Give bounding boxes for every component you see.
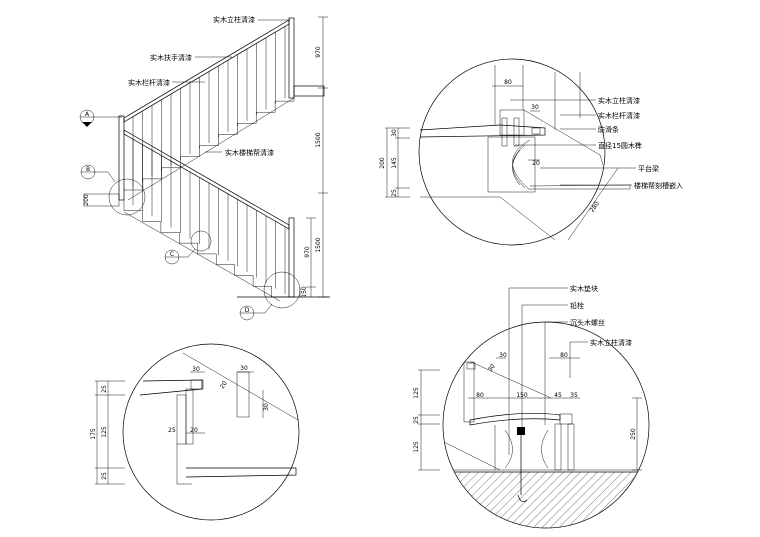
dim-base: 150 — [301, 286, 308, 298]
dim-landing-thick: 200 — [83, 194, 90, 206]
anchor-bolt-hook — [517, 494, 528, 502]
detail-a-label-dowel: 直径15圆木榫 — [598, 141, 642, 150]
detail-a-dim-145: 145 — [391, 157, 398, 169]
stair-steps — [123, 90, 295, 302]
section-arrow-icon — [82, 122, 92, 127]
detail-d-dim-25: 25 — [413, 416, 420, 424]
lower-handrail — [123, 129, 290, 230]
landing-newel-post — [118, 115, 125, 201]
detail-d-dim-35: 35 — [570, 392, 578, 399]
bottom-tread — [469, 413, 561, 426]
detail-a-circle — [418, 58, 606, 246]
bottom-newel-post — [288, 217, 295, 298]
detail-d-dim-45: 45 — [554, 392, 562, 399]
detail-c-dim-20b: 20 — [190, 427, 198, 434]
detail-c-dim-20a: 20 — [219, 380, 229, 390]
callout-c[interactable]: C — [164, 248, 196, 265]
detail-d: 实木垫块 铅栓 沉头木螺丝 实木立柱清漆 30 30 80 80 150 45 … — [413, 284, 650, 529]
detail-d-dim-250: 250 — [630, 428, 637, 440]
detail-a-label-beam: 平台梁 — [638, 164, 659, 173]
detail-d-circle — [263, 271, 301, 309]
detail-c-dim-30b: 30 — [240, 365, 248, 372]
detail-d-dim-30a: 30 — [499, 352, 507, 359]
detail-a-dim-80: 80 — [504, 79, 512, 86]
callout-a-label: A — [85, 111, 90, 118]
detail-a-dim-200: 200 — [379, 157, 386, 169]
elevation-dimensions: 970 1500 1500 970 150 200 — [83, 16, 328, 298]
detail-d-dim-80a: 80 — [560, 352, 568, 359]
detail-a-dim-25: 25 — [391, 189, 398, 197]
detail-a-label-anti-slip: 防滑条 — [598, 125, 619, 134]
detail-d-dim-125a: 125 — [413, 387, 420, 399]
detail-a-dim-30: 30 — [531, 104, 539, 111]
upper-handrail — [123, 19, 290, 123]
detail-a-dim-20: 20 — [532, 160, 540, 167]
detail-a-label-baluster: 实木栏杆清漆 — [598, 111, 640, 120]
detail-c-dim-25b: 25 — [101, 472, 108, 480]
concrete-floor-hatch — [443, 472, 649, 528]
detail-d-dim-80b: 80 — [476, 392, 484, 399]
upper-landing-section — [293, 85, 325, 97]
detail-a: 实木立柱清漆 实木栏杆清漆 防滑条 直径15圆木榫 平台梁 楼梯帮刻槽嵌入 80… — [379, 58, 683, 246]
balusters — [132, 26, 286, 295]
callout-d[interactable]: D — [239, 303, 273, 321]
detail-d-dim-30b: 30 — [487, 363, 497, 373]
callout-d-label: D — [245, 307, 250, 314]
callout-a[interactable]: A — [79, 109, 122, 127]
detail-d-dim-150: 150 — [516, 392, 528, 399]
label-handrail: 实木扶手清漆 — [150, 53, 192, 62]
detail-b-circle — [108, 178, 146, 216]
lower-stringer — [123, 211, 281, 302]
dim-upper-rail: 970 — [315, 46, 322, 58]
top-newel-post — [288, 17, 295, 99]
dim-landing-height: 1500 — [315, 132, 322, 147]
detail-c-dim-25: 25 — [168, 427, 176, 434]
detail-c-dim-25a: 25 — [101, 385, 108, 393]
detail-c-dim-175: 175 — [90, 428, 97, 440]
detail-d-label-post: 实木立柱清漆 — [590, 338, 632, 347]
label-stringer: 实木楼梯帮清漆 — [225, 148, 274, 157]
detail-c-dim-30c: 30 — [263, 403, 270, 411]
callout-b-label: B — [86, 166, 90, 173]
detail-d-label-screw: 沉头木螺丝 — [570, 318, 605, 327]
anti-slip-strip — [531, 127, 541, 135]
callout-b[interactable]: B — [80, 164, 116, 183]
detail-d-dim-125b: 125 — [413, 441, 420, 453]
detail-d-label-block: 实木垫块 — [570, 284, 598, 293]
callout-c-label: C — [170, 251, 174, 258]
dim-lower-rail: 970 — [304, 246, 311, 258]
detail-d-label-bolt: 铅栓 — [570, 301, 584, 310]
detail-a-dim-30v: 30 — [391, 129, 398, 137]
detail-c-dim-125: 125 — [101, 426, 108, 438]
detail-c: 30 30 20 30 25 20 175 25 125 25 — [90, 343, 300, 521]
detail-c-dim-30a: 30 — [192, 366, 200, 373]
baluster-section — [236, 371, 250, 418]
dim-lower-flight: 1500 — [315, 237, 322, 252]
detail-c-circle — [122, 343, 300, 521]
stair-elevation: A B C D 实木立柱清漆 实木扶手清漆 实木栏杆清漆 实木楼梯帮清漆 — [79, 15, 330, 321]
detail-a-label-groove: 楼梯帮刻槽嵌入 — [634, 181, 683, 190]
label-baluster: 实木栏杆清漆 — [128, 78, 170, 87]
detail-c-circle — [190, 230, 212, 252]
mid-landing-section — [83, 193, 120, 207]
label-post: 实木立柱清漆 — [213, 15, 255, 24]
riser-board — [185, 388, 194, 445]
upper-stringer — [127, 97, 295, 201]
detail-a-label-post: 实木立柱清漆 — [598, 96, 640, 105]
